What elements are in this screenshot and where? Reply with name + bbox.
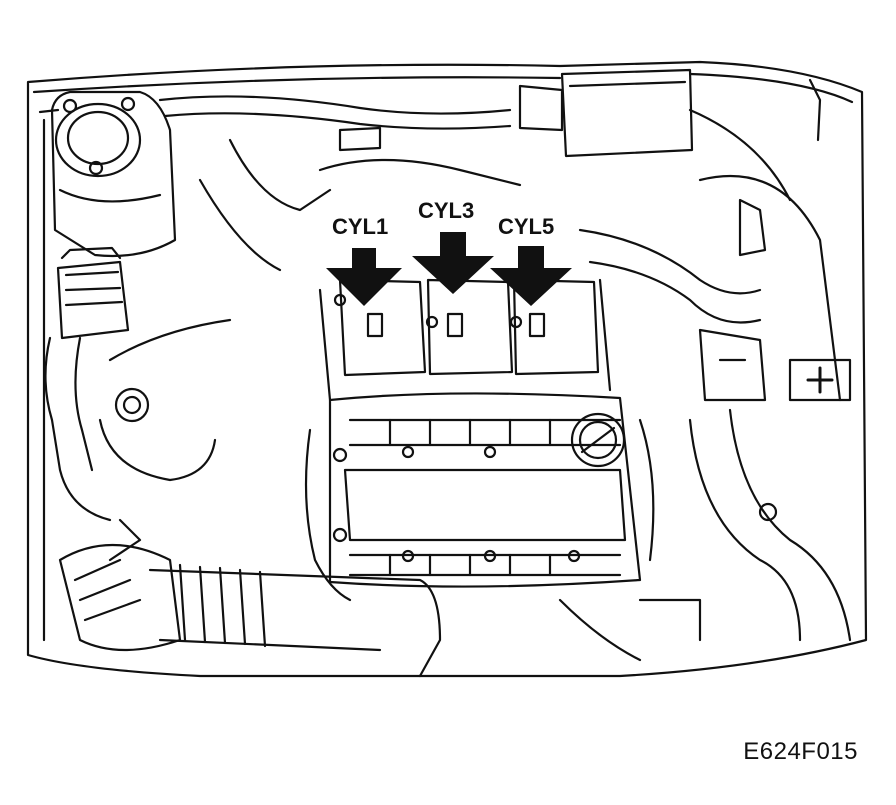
strut-bolt — [114, 387, 150, 423]
oil-filler-cap — [570, 412, 626, 468]
label-cyl1: CYL1 — [328, 214, 393, 240]
figure-code: E624F015 — [743, 738, 858, 765]
valve-cover — [328, 392, 642, 588]
battery-terminal — [788, 358, 852, 402]
ignition-coil-cyl1 — [333, 278, 427, 377]
label-cyl5: CYL5 — [494, 214, 559, 240]
ignition-coil-cyl3 — [425, 278, 514, 376]
arrow-cyl5 — [490, 246, 572, 306]
arrow-cyl1 — [326, 248, 402, 306]
air-intake-hose — [58, 544, 442, 678]
steering-fluid-reservoir — [44, 246, 130, 522]
bay-outline — [26, 60, 868, 678]
arrow-cyl3 — [412, 232, 494, 294]
label-cyl3: CYL3 — [414, 198, 479, 224]
relay-box — [518, 68, 694, 158]
ignition-coil-cyl5 — [509, 278, 600, 376]
